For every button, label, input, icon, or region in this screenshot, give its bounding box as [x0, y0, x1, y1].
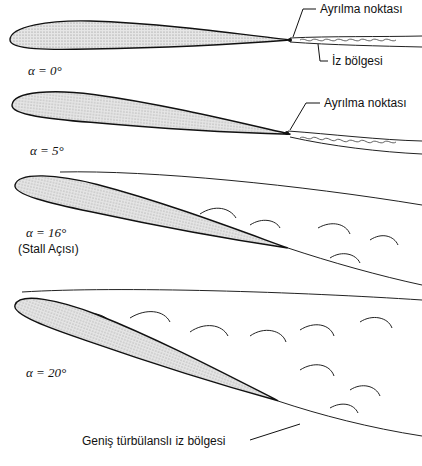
angle-label: α = 20°	[26, 366, 66, 380]
separation-label: Ayrılma noktası	[318, 2, 404, 16]
separation-label: Ayrılma noktası	[322, 96, 408, 110]
angle-label: α = 5°	[30, 144, 64, 158]
angle-label: α = 0°	[28, 64, 62, 78]
angle-label: α = 16°	[26, 226, 66, 240]
wake-label: Geniş türbülanslı iz bölgesi	[80, 434, 227, 448]
stall-label: (Stall Açısı)	[18, 242, 79, 256]
wake-label: İz bölgesi	[330, 54, 385, 68]
